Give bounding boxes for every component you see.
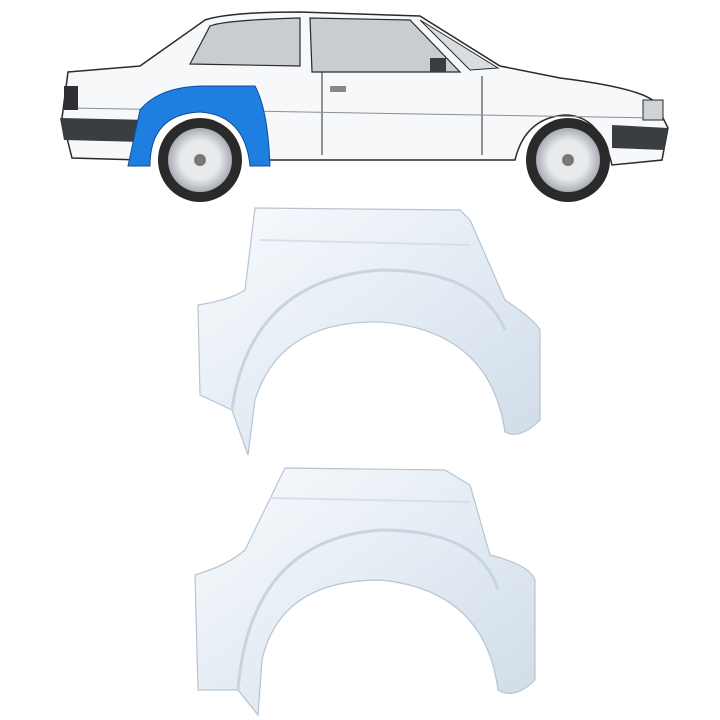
rear-window (189, 17, 301, 67)
mirror (430, 58, 446, 72)
front-bumper (612, 125, 668, 150)
car-illustration (60, 11, 669, 202)
repair-panel-upper (197, 207, 541, 456)
door-handle (330, 86, 346, 92)
front-wheel (526, 118, 610, 202)
taillight (64, 86, 78, 110)
side-window (309, 17, 462, 73)
windshield (419, 19, 500, 71)
rear-bumper (60, 118, 150, 142)
rear-wheel (158, 118, 242, 202)
highlighted-wheel-arch (127, 85, 271, 167)
headlight (642, 99, 664, 121)
repair-panel-lower (194, 467, 536, 717)
